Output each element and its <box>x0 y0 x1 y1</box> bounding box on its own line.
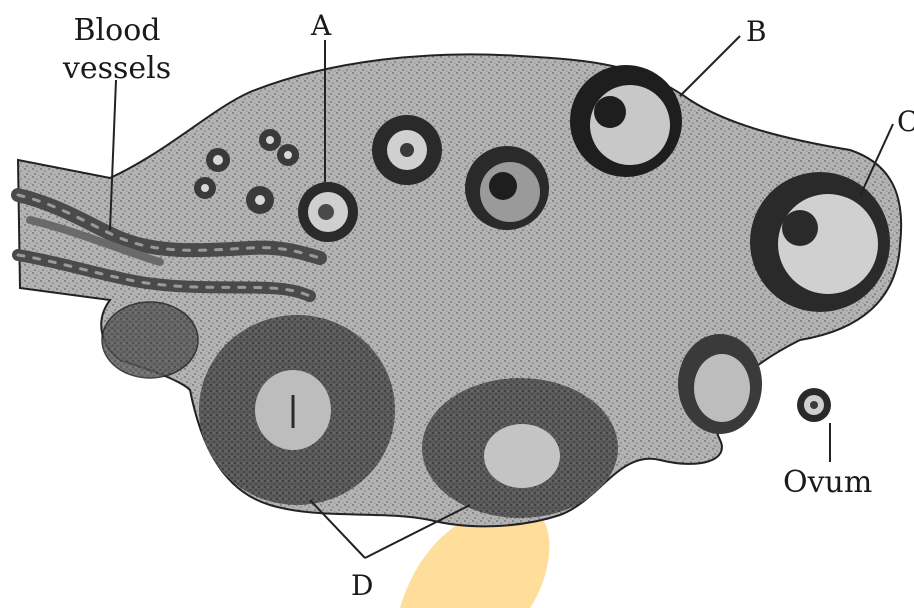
label-c: C <box>897 108 914 136</box>
label-b: B <box>746 18 767 46</box>
follicle-c <box>750 172 890 312</box>
blood-vessels-label: Blood vessels <box>52 12 182 88</box>
follicle-b <box>570 65 682 177</box>
blood-vessels-label-line2: vessels <box>52 50 182 88</box>
small-corpus <box>102 302 198 378</box>
label-d: D <box>351 572 373 600</box>
label-a: A <box>311 12 331 40</box>
ruptured-follicle <box>678 334 762 434</box>
blood-vessels-label-line1: Blood <box>52 12 182 50</box>
follicle-a <box>298 182 358 242</box>
ovum-label: Ovum <box>783 468 872 498</box>
ovum <box>797 388 831 422</box>
